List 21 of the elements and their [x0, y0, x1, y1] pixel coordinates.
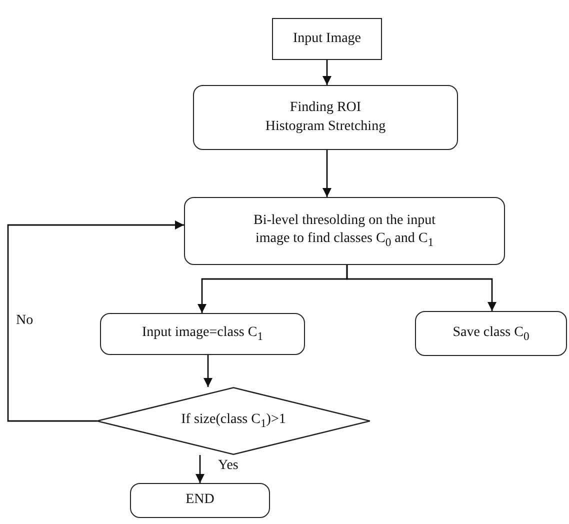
node-text: Save class C$_{0}$ [452, 324, 530, 344]
node-text: Bi-level thresolding on the input image to find classes C$_{0}$ and C$_{1}$ [252, 212, 436, 250]
node-text: If size(class C$_{1}$)>1 [180, 411, 287, 431]
node-text: Input Image [292, 30, 362, 48]
process-box [130, 483, 270, 518]
process-box [272, 18, 382, 60]
node-text: Input image=class C$_{1}$ [140, 324, 264, 344]
process-box [100, 313, 305, 355]
arrow [346, 265, 496, 311]
arrow [322, 150, 332, 197]
node-text: END [184, 491, 216, 510]
process-box [415, 311, 567, 356]
node-text: Finding ROI [288, 99, 362, 118]
process-box [184, 197, 505, 265]
arrow [196, 455, 204, 483]
process-box [193, 85, 458, 150]
arrow [322, 60, 332, 85]
arrow [204, 355, 212, 387]
decision-diamond [97, 387, 370, 455]
node-text: Histogram Stretching [264, 118, 387, 136]
arrow [7, 220, 184, 422]
